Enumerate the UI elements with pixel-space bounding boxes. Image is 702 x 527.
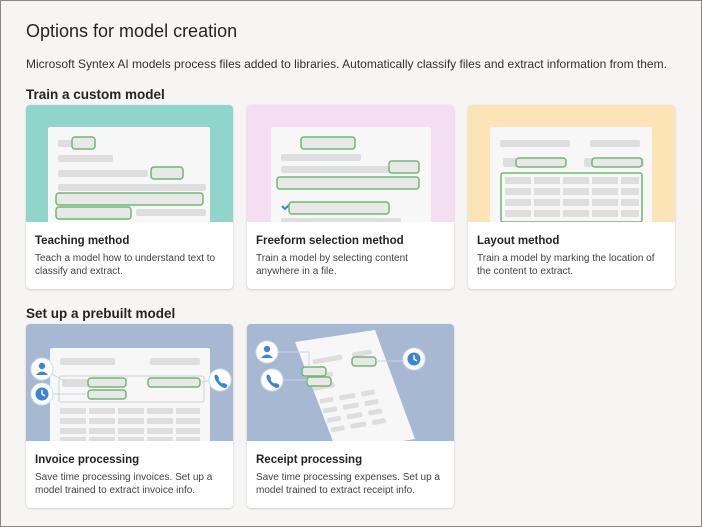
card-description: Save time processing invoices. Set up a …	[35, 472, 213, 496]
freeform-selection-card[interactable]: Freeform selection method Train a model …	[247, 105, 454, 289]
card-description: Train a model by selecting content anywh…	[256, 253, 408, 277]
invoice-processing-card[interactable]: Invoice processing Save time processing …	[26, 324, 233, 508]
card-title: Layout method	[477, 235, 560, 247]
person-icon	[30, 357, 54, 381]
card-title: Receipt processing	[256, 454, 363, 466]
freeform-illustration	[247, 105, 454, 222]
section-heading-custom: Train a custom model	[26, 87, 165, 102]
clock-icon	[30, 382, 54, 406]
phone-icon	[208, 368, 232, 392]
page-title: Options for model creation	[26, 21, 238, 41]
phone-icon	[260, 368, 284, 392]
card-description: Save time processing expenses. Set up a …	[256, 472, 440, 496]
layout-method-card[interactable]: Layout method Train a model by marking t…	[468, 105, 675, 289]
page-description: Microsoft Syntex AI models process files…	[26, 57, 667, 71]
section-heading-prebuilt: Set up a prebuilt model	[26, 306, 176, 321]
card-description: Train a model by marking the location of…	[477, 253, 655, 277]
card-title: Teaching method	[35, 235, 130, 247]
receipt-processing-card[interactable]: Receipt processing Save time processing …	[247, 324, 454, 508]
layout-illustration	[468, 105, 675, 222]
teaching-method-card[interactable]: Teaching method Teach a model how to und…	[26, 105, 233, 289]
clock-icon	[402, 347, 426, 371]
invoice-illustration	[26, 324, 233, 441]
receipt-illustration	[247, 324, 454, 441]
person-icon	[255, 340, 279, 364]
card-title: Freeform selection method	[256, 235, 404, 247]
card-description: Teach a model how to understand text to …	[35, 253, 216, 277]
teaching-illustration	[26, 105, 233, 222]
card-title: Invoice processing	[35, 454, 140, 466]
